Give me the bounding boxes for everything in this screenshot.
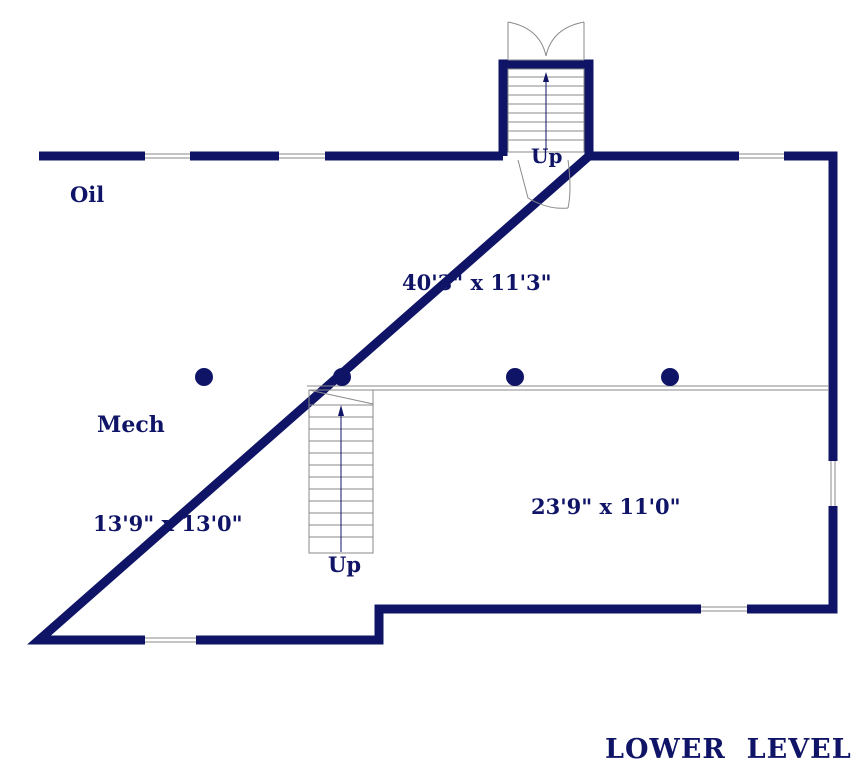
entry-stair-up-label: Up: [531, 144, 562, 168]
interior-door: [517, 159, 571, 209]
windows: [145, 150, 839, 646]
support-column: [661, 368, 679, 386]
support-columns: [195, 368, 679, 386]
partition-wall: [307, 385, 829, 553]
oil-label: Oil: [70, 182, 104, 207]
support-column: [195, 368, 213, 386]
entry-stair: [507, 68, 585, 153]
exterior-walls: [27, 59, 838, 645]
window: [701, 603, 747, 615]
window: [827, 461, 839, 506]
entry-bump-wall: [498, 59, 594, 156]
entry-double-door: [507, 21, 585, 61]
main-room-dimensions: 40'3" x 11'3": [402, 270, 552, 295]
mech-room-label: Mech: [97, 412, 165, 438]
main-outline-wall: [27, 151, 838, 645]
support-column: [333, 368, 351, 386]
window: [279, 150, 325, 162]
floor-level-title: LOWER LEVEL: [605, 734, 852, 765]
window: [145, 634, 196, 646]
support-column: [506, 368, 524, 386]
window: [145, 150, 190, 162]
interior-stair: [308, 389, 374, 554]
interior-stair-up-label: Up: [328, 552, 361, 577]
lower-room-dimensions: 23'9" x 11'0": [531, 494, 681, 519]
mech-room-dimensions: 13'9" x 13'0": [93, 511, 243, 536]
window: [739, 150, 784, 162]
